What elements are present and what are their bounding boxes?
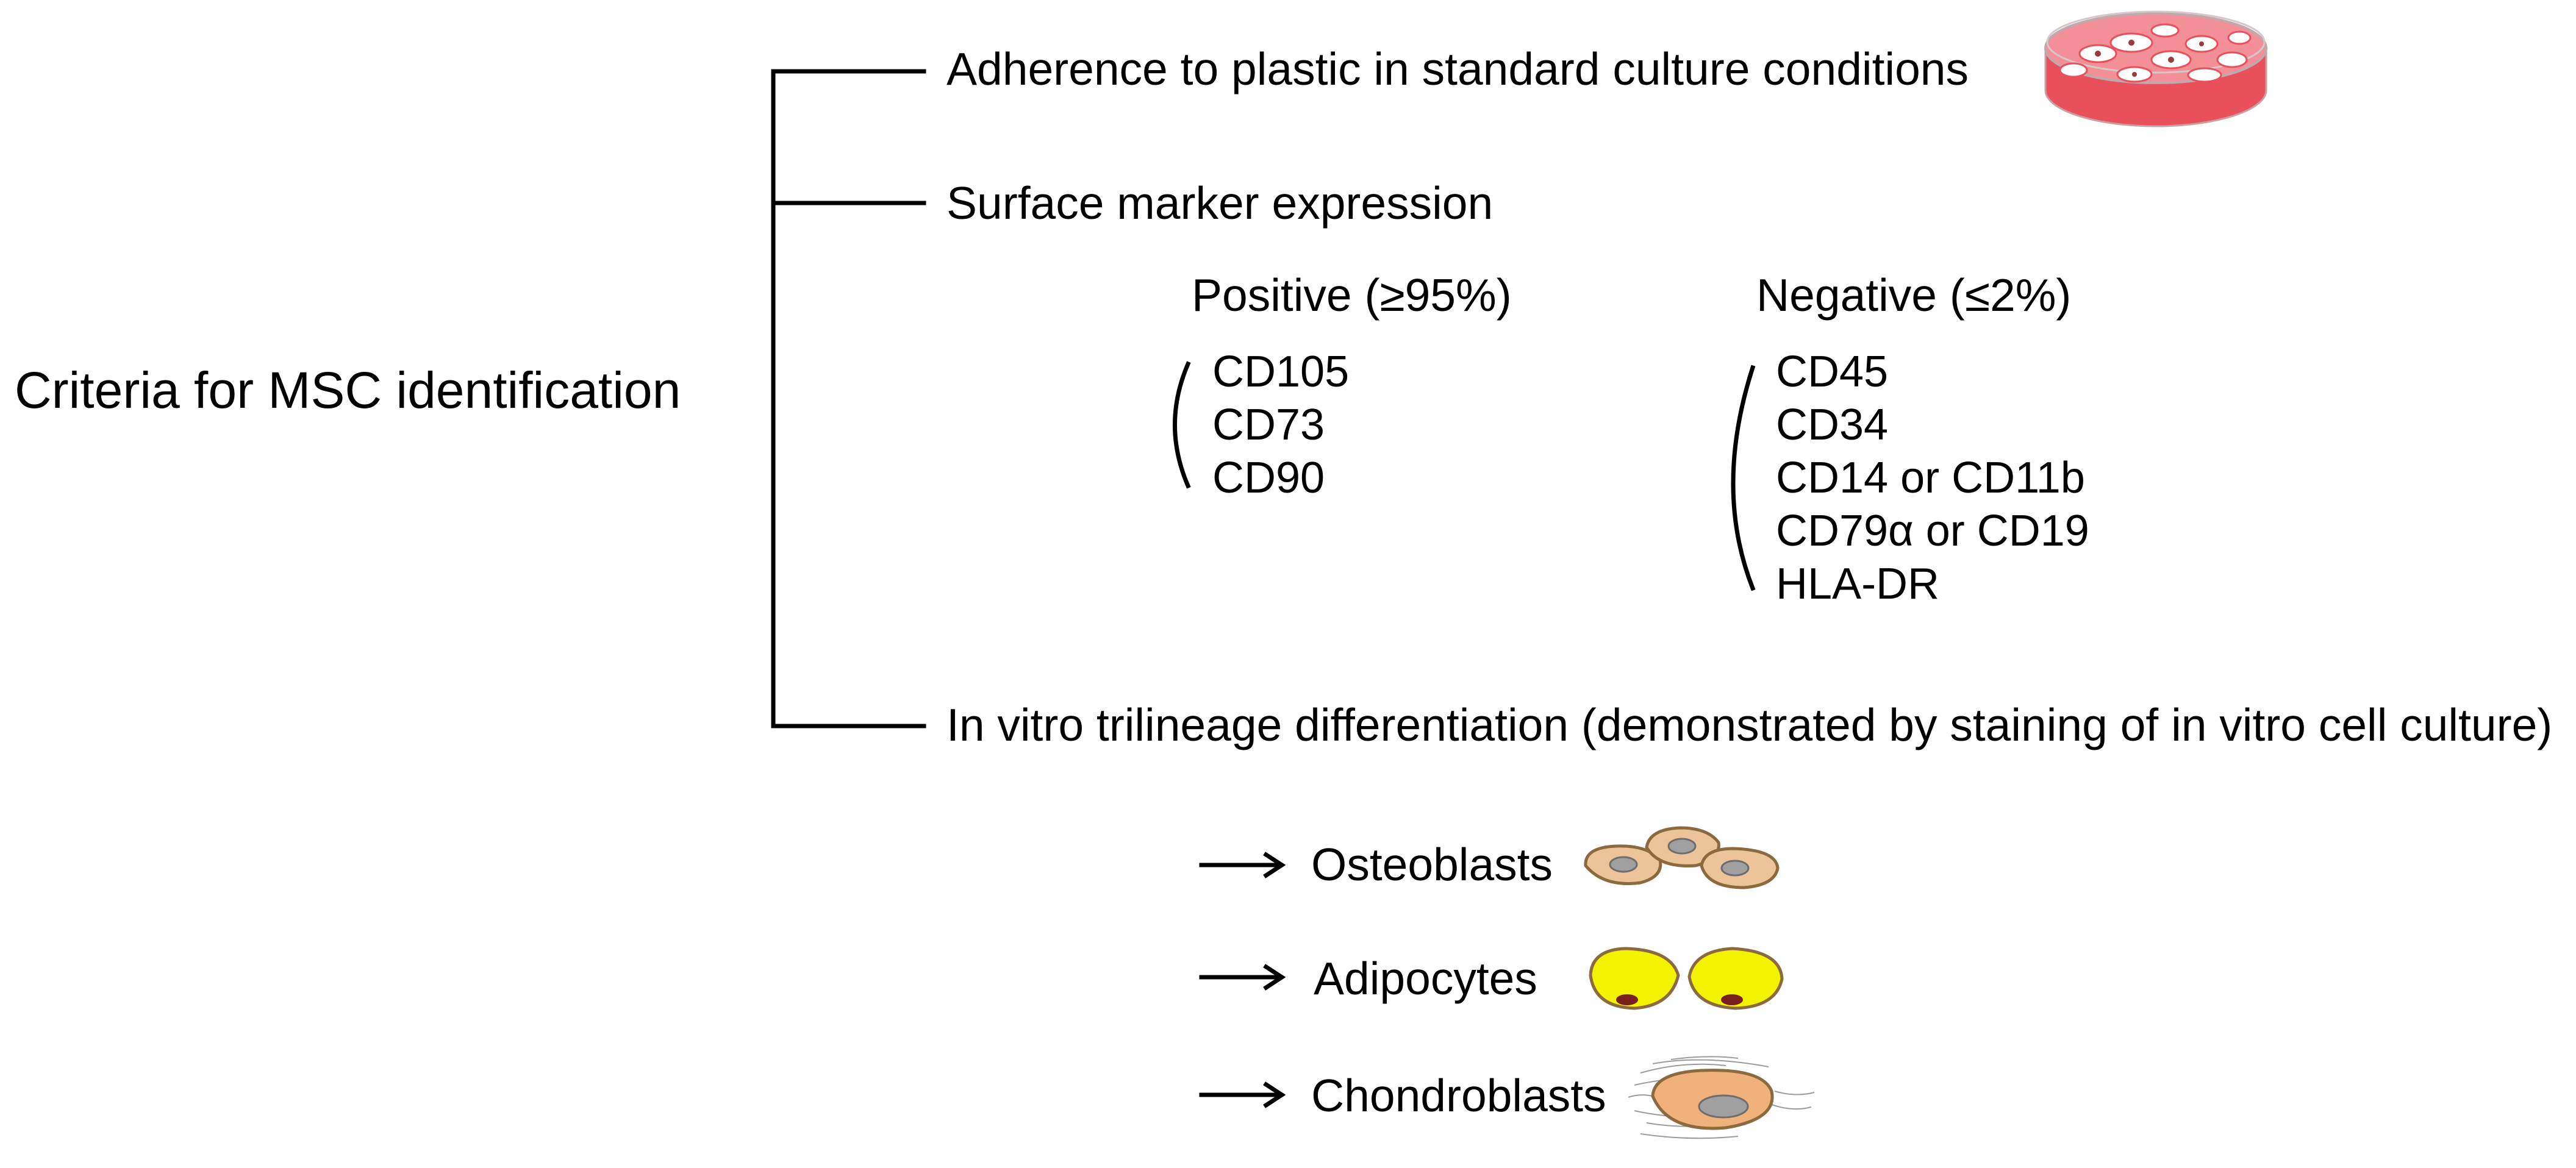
root-title: Criteria for MSC identification bbox=[15, 361, 681, 419]
negative-marker-item: CD45 bbox=[1776, 347, 1889, 396]
arrow-adipocytes-icon bbox=[1199, 964, 1286, 991]
criterion-differentiation: In vitro trilineage differentiation (dem… bbox=[946, 699, 2553, 750]
lineage-osteoblasts-label: Osteoblasts bbox=[1311, 839, 1553, 890]
positive-markers-brace bbox=[1173, 361, 1191, 489]
tree-bracket bbox=[771, 69, 926, 728]
arrow-osteoblasts-icon bbox=[1199, 852, 1286, 878]
criterion-surface-markers: Surface marker expression bbox=[946, 177, 1494, 229]
negative-marker-item: CD14 or CD11b bbox=[1776, 454, 2085, 502]
negative-markers-heading: Negative (≤2%) bbox=[1756, 269, 2072, 321]
negative-markers-brace bbox=[1731, 365, 1756, 591]
lineage-chondroblasts-label: Chondroblasts bbox=[1311, 1070, 1606, 1121]
positive-marker-item: CD90 bbox=[1212, 454, 1325, 502]
positive-marker-item: CD73 bbox=[1212, 401, 1325, 449]
lineage-adipocytes-label: Adipocytes bbox=[1314, 953, 1537, 1004]
criterion-adherence: Adherence to plastic in standard culture… bbox=[946, 43, 1969, 94]
lineage-arrows bbox=[1199, 852, 1286, 1108]
positive-marker-item: CD105 bbox=[1212, 347, 1350, 396]
negative-marker-item: CD79α or CD19 bbox=[1776, 507, 2089, 555]
negative-marker-item: CD34 bbox=[1776, 401, 1889, 449]
positive-markers-heading: Positive (≥95%) bbox=[1192, 269, 1512, 321]
arrow-chondroblasts-icon bbox=[1199, 1081, 1286, 1108]
negative-marker-item: HLA-DR bbox=[1776, 560, 1940, 608]
